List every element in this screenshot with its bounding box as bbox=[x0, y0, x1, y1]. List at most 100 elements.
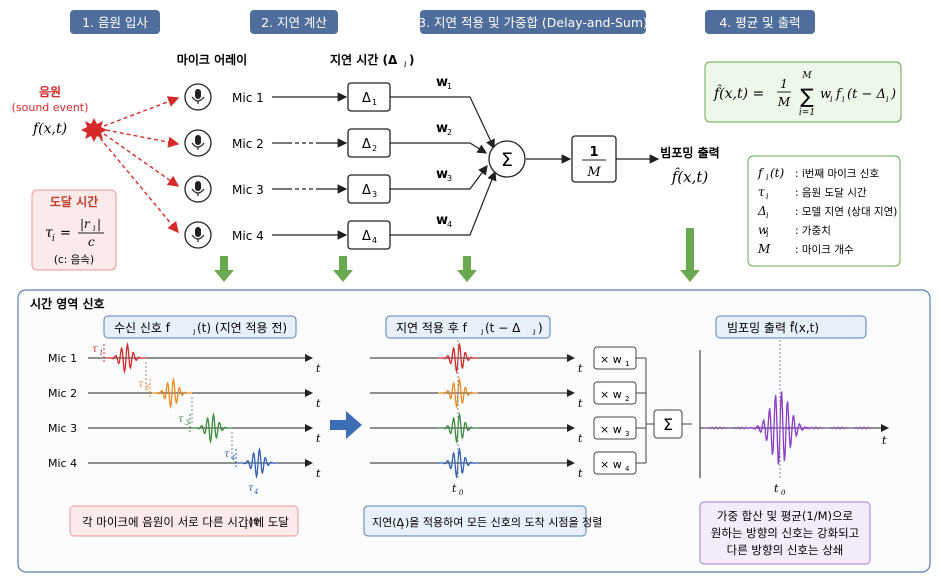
svg-text:(t − Δ: (t − Δ bbox=[485, 321, 521, 335]
panel-3-title: 빔포밍 출력 f̂(x,t) bbox=[715, 315, 867, 339]
svg-text:× w: × w bbox=[600, 458, 622, 471]
svg-text:t: t bbox=[774, 482, 779, 495]
svg-text:t: t bbox=[316, 467, 321, 480]
received-wavelet bbox=[152, 377, 192, 409]
weight-label: w bbox=[436, 167, 448, 182]
svg-text:)을 적용하여 모든 신호의 도착 시점을 정렬: )을 적용하여 모든 신호의 도착 시점을 정렬 bbox=[405, 515, 602, 529]
svg-text:4: 4 bbox=[625, 465, 630, 473]
svg-text:M: M bbox=[586, 165, 601, 180]
time-domain-title: 시간 영역 신호 bbox=[30, 296, 105, 311]
arrival-time-box: 도달 시간 τ i = |r i | c (c: 음속) bbox=[31, 189, 117, 271]
green-down-arrows bbox=[214, 228, 700, 282]
svg-text:t: t bbox=[316, 362, 321, 375]
svg-text:i: i bbox=[93, 224, 96, 233]
arrival-title: 도달 시간 bbox=[50, 194, 98, 209]
svg-text:: i번째 마이크 신호: : i번째 마이크 신호 bbox=[795, 168, 879, 180]
svg-text:τ: τ bbox=[758, 185, 765, 199]
sum-inputs bbox=[390, 96, 660, 236]
source-func: f(x,t) bbox=[32, 121, 67, 137]
received-wavelet bbox=[238, 447, 278, 479]
aligned-wavelet bbox=[438, 447, 478, 479]
received-wavelet bbox=[192, 412, 232, 444]
signal-mic-label: Mic 4 bbox=[48, 457, 77, 470]
svg-text:Δ: Δ bbox=[362, 137, 371, 152]
step-header-2: 2. 지연 계산 bbox=[250, 10, 338, 34]
arrival-lhs-sub: i bbox=[52, 234, 55, 244]
svg-text:: 음원 도달 시간: : 음원 도달 시간 bbox=[795, 187, 867, 199]
sum-symbol: Σ bbox=[501, 149, 513, 171]
output-func: f̂(x,t) bbox=[671, 168, 709, 186]
average-box: 1 M bbox=[571, 135, 617, 183]
step-header-3: 3. 지연 적용 및 가중합 (Delay-and-Sum) bbox=[418, 10, 648, 34]
svg-text:w: w bbox=[820, 87, 831, 102]
svg-text:M: M bbox=[777, 95, 791, 109]
svg-text:0: 0 bbox=[459, 489, 464, 497]
step-header-1: 1. 음원 입사 bbox=[70, 10, 160, 34]
svg-text:|: | bbox=[97, 217, 101, 231]
svg-text:τ: τ bbox=[248, 483, 254, 494]
svg-text:4: 4 bbox=[253, 488, 258, 496]
svg-text:f: f bbox=[835, 87, 843, 102]
svg-text:M: M bbox=[757, 242, 771, 256]
svg-text:i: i bbox=[245, 522, 248, 531]
source-label: 음원 bbox=[39, 84, 61, 99]
svg-text:t: t bbox=[316, 397, 321, 410]
svg-text:Δ: Δ bbox=[362, 183, 371, 198]
svg-text:): ) bbox=[890, 87, 896, 102]
svg-text:i: i bbox=[830, 95, 833, 104]
svg-text:가중 합산 및 평균(1/M)으로: 가중 합산 및 평균(1/M)으로 bbox=[717, 509, 853, 523]
note-box-1: 각 마이크에 음원이 서로 다른 시간(τ i )에 도달 bbox=[69, 505, 299, 537]
svg-text:): ) bbox=[538, 321, 543, 335]
signal-mic-label: Mic 1 bbox=[48, 352, 77, 365]
svg-text:원하는 방향의 신호는 강화되고: 원하는 방향의 신호는 강화되고 bbox=[711, 526, 860, 540]
svg-text:Σ: Σ bbox=[663, 415, 673, 434]
mic-array-label: 마이크 어레이 bbox=[177, 52, 247, 67]
svg-text:i: i bbox=[886, 95, 889, 104]
svg-text:지연(Δ: 지연(Δ bbox=[372, 516, 405, 529]
note-box-2: 지연(Δ i )을 적용하여 모든 신호의 도착 시점을 정렬 bbox=[363, 505, 602, 537]
svg-text:2: 2 bbox=[372, 144, 377, 153]
weight-label: w bbox=[436, 75, 448, 90]
svg-text:지연 적용 후 f: 지연 적용 후 f bbox=[396, 321, 468, 335]
svg-text:: 모델 지연 (상대 지연): : 모델 지연 (상대 지연) bbox=[795, 206, 897, 218]
step-header-4: 4. 평균 및 출력 bbox=[705, 10, 815, 34]
mic-label: Mic 3 bbox=[232, 183, 264, 197]
svg-text:i: i bbox=[481, 328, 484, 337]
svg-text:Δ: Δ bbox=[362, 91, 371, 106]
svg-text:i: i bbox=[533, 328, 536, 337]
delay-time-label: 지연 시간 (Δ i ) bbox=[330, 52, 414, 69]
mic-label: Mic 2 bbox=[232, 137, 264, 151]
svg-text:w: w bbox=[758, 223, 769, 237]
panel-1-title: 수신 신호 f i (t) (지연 적용 전) bbox=[103, 315, 297, 339]
panel-2-title: 지연 적용 후 f i (t − Δ i ) bbox=[385, 315, 551, 339]
svg-text:τ: τ bbox=[138, 379, 144, 390]
svg-text:t: t bbox=[316, 432, 321, 445]
svg-text:t: t bbox=[578, 467, 583, 480]
step-4-label: 4. 평균 및 출력 bbox=[719, 15, 800, 30]
svg-text:t: t bbox=[882, 434, 887, 447]
svg-text:각 마이크에 음원이 서로 다른 시간(τ: 각 마이크에 음원이 서로 다른 시간(τ bbox=[82, 515, 260, 529]
svg-text:: 마이크 개수: : 마이크 개수 bbox=[795, 244, 854, 256]
svg-text:3: 3 bbox=[625, 430, 629, 438]
svg-text:1: 1 bbox=[625, 360, 629, 368]
svg-text:수신 신호 f: 수신 신호 f bbox=[114, 321, 171, 335]
svg-text:τ: τ bbox=[224, 449, 230, 460]
